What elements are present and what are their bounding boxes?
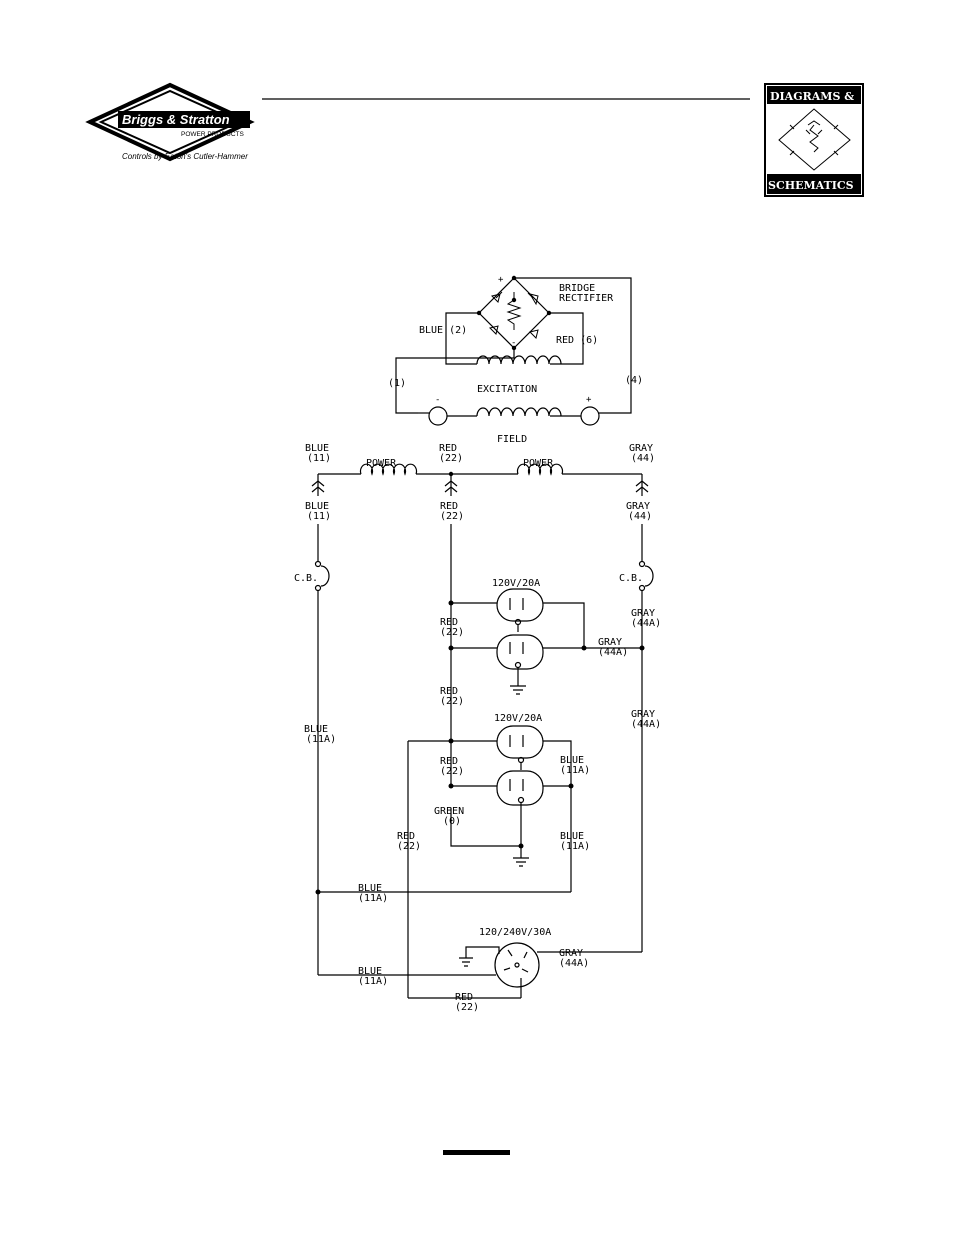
gray-44-color: GRAY <box>626 501 650 512</box>
gray-44a-num-1: (44A) <box>631 618 661 629</box>
outlet-120v-20a-2: 120V/20A GREEN (0) BLUE (11A) BLUE (11A) <box>434 713 590 892</box>
gray-bus: C.B. GRAY (44A) GRAY (44A) GRAY (44A) GR… <box>537 524 661 969</box>
gray-44a-color-4: GRAY <box>559 948 583 959</box>
blue-bus: C.B. BLUE (11A) BLUE (11A) BLUE (11A) <box>294 524 571 987</box>
briggs-stratton-logo: Briggs & Stratton POWER PRODUCTS Control… <box>85 82 255 162</box>
red-22a-num: (22) <box>440 627 464 638</box>
blue-11-num: (11) <box>307 511 331 522</box>
power-label-1: POWER <box>366 458 397 469</box>
power-windings: POWER POWER <box>318 458 642 477</box>
blue-11a-num-1: (11A) <box>306 734 336 745</box>
wire-4 <box>514 277 632 414</box>
field-plus: + <box>586 395 592 405</box>
field-label: FIELD <box>497 434 527 445</box>
wire-red-6-label: RED (6) <box>556 335 598 346</box>
rectifier-minus: - <box>511 338 516 348</box>
red-22a-color: RED <box>440 617 458 628</box>
excitation-label: EXCITATION <box>477 384 537 395</box>
brand-tagline: Controls by Eaton's Cutler-Hammer <box>122 152 248 161</box>
wire-1-label: (1) <box>388 378 406 389</box>
red-22b-color: RED <box>440 686 458 697</box>
badge-bridge-icon <box>778 108 851 171</box>
blue-11a-color-1: BLUE <box>304 724 328 735</box>
connector-chevrons <box>311 474 649 496</box>
blue-11a-color-4: BLUE <box>560 755 584 766</box>
blue-11-top-num: (11) <box>307 453 331 464</box>
red-22b-num: (22) <box>440 696 464 707</box>
rectifier-label-2: RECTIFIER <box>559 293 614 304</box>
red-22c-color: RED <box>440 756 458 767</box>
badge-top-text: DIAGRAMS & <box>770 90 854 103</box>
red-22-top-color: RED <box>439 443 457 454</box>
wire-red-6 <box>549 312 584 365</box>
gray-44a-color-3: GRAY <box>631 709 655 720</box>
green-0-color: GREEN <box>434 806 464 817</box>
red-bus: RED (22) RED (22) RED (22) RED (22) RED … <box>397 524 522 1013</box>
wire-4-label: (4) <box>625 375 643 386</box>
brand-name: Briggs & Stratton <box>122 112 230 127</box>
blue-11a-num-2: (11A) <box>358 893 388 904</box>
blue-11a-num-3: (11A) <box>358 976 388 987</box>
badge-bottom-text: SCHEMATICS <box>768 179 854 192</box>
red-22c-num: (22) <box>440 766 464 777</box>
blue-11a-color-2: BLUE <box>358 883 382 894</box>
page-bar <box>443 1150 510 1155</box>
gray-44a-num-2: (44A) <box>598 647 628 658</box>
gray-44-top-num: (44) <box>631 453 655 464</box>
excitation-coil <box>476 355 562 365</box>
field-minus: - <box>435 395 440 405</box>
blue-11a-num-4: (11A) <box>560 765 590 776</box>
blue-11a-color-5: BLUE <box>560 831 584 842</box>
red-22e-color: RED <box>455 992 473 1003</box>
cb-blue-label: C.B. <box>294 573 318 584</box>
outlet2-rating: 120V/20A <box>494 713 542 724</box>
brand-sub: POWER PRODUCTS <box>181 131 245 138</box>
red-22e-num: (22) <box>455 1002 479 1013</box>
blue-11-top-color: BLUE <box>305 443 329 454</box>
wire-blue-2-label: BLUE (2) <box>419 325 467 336</box>
gray-44a-num-3: (44A) <box>631 719 661 730</box>
cb-gray-label: C.B. <box>619 573 643 584</box>
rectifier-plus: + <box>498 275 504 285</box>
wire-blue-2 <box>445 312 479 365</box>
red-22-top-num: (22) <box>439 453 463 464</box>
outlet3-rating: 120/240V/30A <box>479 927 551 938</box>
blue-11a-num-5: (11A) <box>560 841 590 852</box>
outlet1-rating: 120V/20A <box>492 578 540 589</box>
blue-11-color: BLUE <box>305 501 329 512</box>
outlet-120v-20a-1: 120V/20A <box>492 578 587 695</box>
gray-44-num: (44) <box>628 511 652 522</box>
gray-44a-num-4: (44A) <box>559 958 589 969</box>
red-22d-color: RED <box>397 831 415 842</box>
rectifier-label-1: BRIDGE <box>559 283 595 294</box>
red-22d-num: (22) <box>397 841 421 852</box>
power-label-2: POWER <box>523 458 554 469</box>
red-22-num: (22) <box>440 511 464 522</box>
red-22-color: RED <box>440 501 458 512</box>
gray-44-top-color: GRAY <box>629 443 653 454</box>
green-0-num: (0) <box>443 816 461 827</box>
wire-1 <box>395 348 515 414</box>
outlet-120-240v-30a: 120/240V/30A <box>459 927 551 988</box>
field-winding: - + FIELD <box>418 395 617 445</box>
gray-44a-color-1: GRAY <box>631 608 655 619</box>
gray-44a-color-2: GRAY <box>598 637 622 648</box>
diagrams-schematics-badge: DIAGRAMS & SCHEMATICS <box>764 83 864 197</box>
bridge-rectifier: + - BRIDGE RECTIFIER <box>476 275 614 351</box>
blue-11a-color-3: BLUE <box>358 966 382 977</box>
